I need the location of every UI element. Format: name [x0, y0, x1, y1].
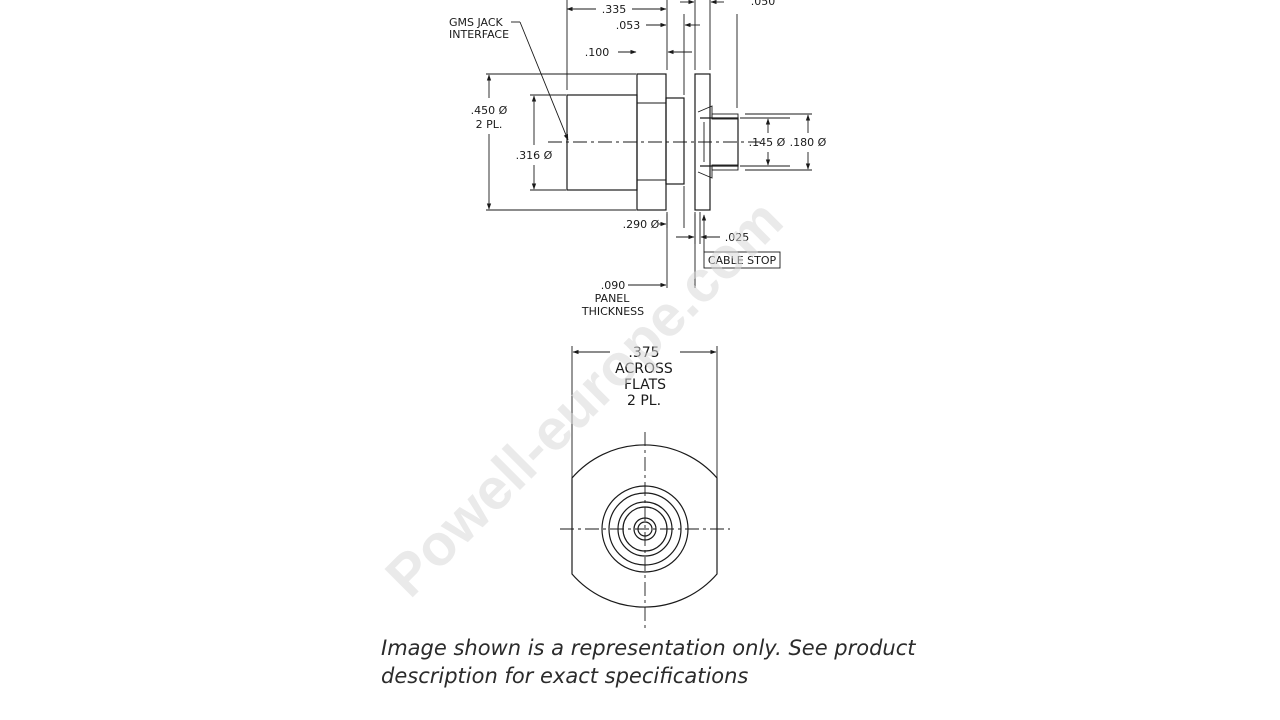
dim-180-label: .180 Ø [790, 136, 827, 149]
cable-stop-label: CABLE STOP [708, 254, 777, 267]
two-places-label: 2 PL. [627, 393, 661, 409]
technical-drawing: .335 .053 .050 .100 GMS JACK INTERFACE .… [373, 0, 827, 628]
gms-interface-label-2: INTERFACE [449, 28, 509, 41]
gms-interface-label: GMS JACK [449, 16, 504, 29]
dim-316-label: .316 Ø [516, 149, 553, 162]
dim-050-label: .050 [751, 0, 776, 8]
side-view: .335 .053 .050 .100 GMS JACK INTERFACE .… [449, 0, 827, 318]
dim-450-label: .450 Ø [471, 104, 508, 117]
dim-100-label: .100 [585, 46, 610, 59]
thickness-label: THICKNESS [581, 305, 644, 318]
dim-375-label: .375 [628, 345, 659, 361]
dim-053-label: .053 [616, 19, 641, 32]
dim-335-label: .335 [602, 3, 627, 16]
dim-145-label: .145 Ø [749, 136, 786, 149]
panel-label: PANEL [595, 292, 631, 305]
across-label: ACROSS [615, 361, 673, 377]
watermark-text: Powell-europe.com [373, 187, 795, 609]
flats-label: FLATS [624, 377, 666, 393]
dim-290-label: .290 Ø [623, 218, 660, 231]
hex-outline [571, 444, 718, 608]
cable-stop-outline [700, 117, 739, 167]
dim-025-label: .025 [725, 231, 750, 244]
image-disclaimer-caption: Image shown is a representation only. Se… [381, 636, 916, 688]
dim-090-label: .090 [601, 279, 626, 292]
end-view: .375 ACROSS FLATS 2 PL. [560, 345, 730, 628]
jack-body-outline [566, 94, 638, 191]
panel-step-outline [665, 97, 685, 185]
drawing-svg: .335 .053 .050 .100 GMS JACK INTERFACE .… [373, 0, 827, 628]
dim-450-note: 2 PL. [476, 118, 503, 131]
